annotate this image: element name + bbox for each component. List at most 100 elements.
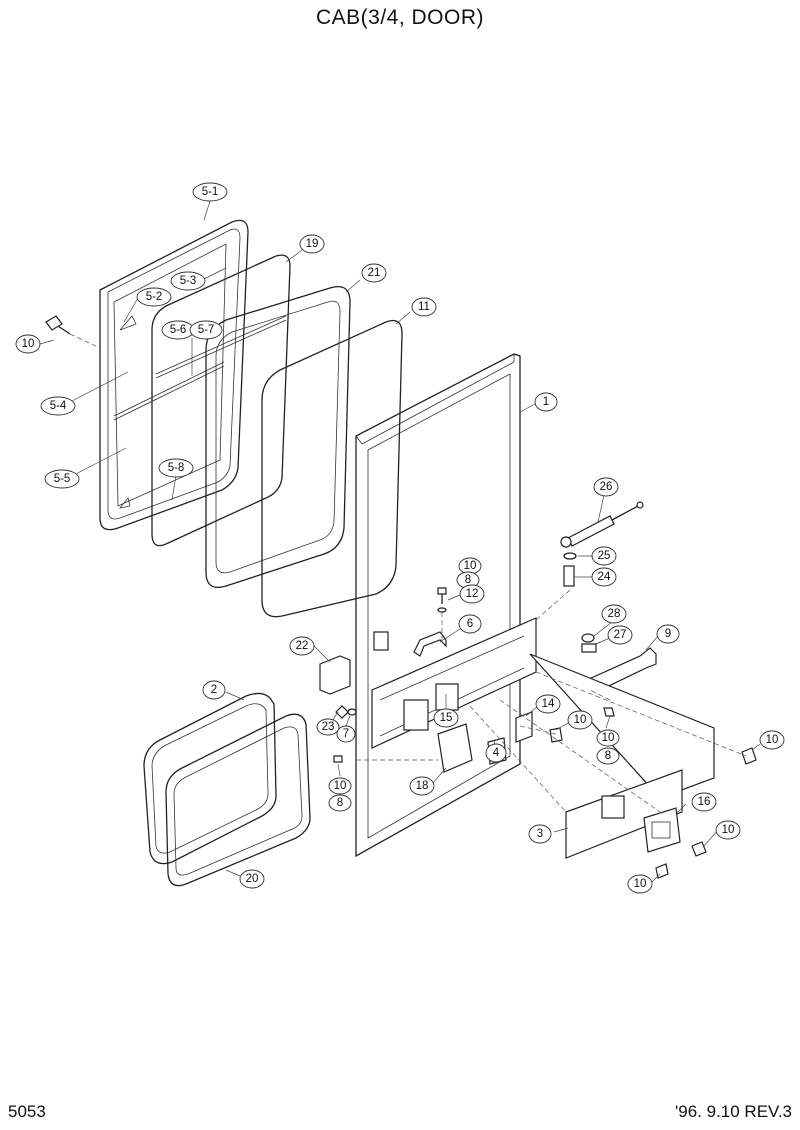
callout-5-6: 5-6 xyxy=(161,320,195,340)
callout-label: 5-5 xyxy=(54,473,71,485)
callout-label: 8 xyxy=(465,574,471,586)
callout-18: 18 xyxy=(409,776,435,796)
callout-label: 14 xyxy=(542,698,555,710)
part-weatherstrip-20 xyxy=(165,713,311,887)
callout-10-g: 10 xyxy=(715,820,741,840)
part-bolts xyxy=(45,315,757,879)
callout-label: 7 xyxy=(343,728,349,740)
callout-label: 5-1 xyxy=(202,186,219,198)
callout-label: 10 xyxy=(22,338,35,350)
callout-5-4: 5-4 xyxy=(40,396,76,416)
revision-date: '96. 9.10 REV.3 xyxy=(675,1102,792,1121)
part-pin-24 xyxy=(563,565,575,587)
callout-label: 23 xyxy=(322,721,335,733)
callout-label: 5-3 xyxy=(180,275,197,287)
page-title: CAB(3/4, DOOR) xyxy=(315,6,485,29)
callout-10-d: 10 xyxy=(596,729,620,747)
callout-10-c: 10 xyxy=(567,710,593,730)
callout-7: 7 xyxy=(336,725,356,743)
part-handle-16 xyxy=(643,807,681,853)
callout-6: 6 xyxy=(458,614,482,634)
assembly-lines xyxy=(69,333,747,813)
callout-label: 3 xyxy=(537,828,543,840)
callout-label: 24 xyxy=(598,571,611,583)
callout-11: 11 xyxy=(411,297,437,317)
callout-label: 6 xyxy=(467,618,473,630)
callout-3: 3 xyxy=(528,824,552,844)
callout-label: 5-2 xyxy=(146,291,163,303)
part-block xyxy=(373,631,389,651)
callout-5-1: 5-1 xyxy=(192,182,228,202)
callout-5-7: 5-7 xyxy=(189,320,223,340)
callout-label: 10 xyxy=(464,560,477,572)
callout-15: 15 xyxy=(433,708,459,728)
callout-5-5: 5-5 xyxy=(44,469,80,489)
callout-8-b: 8 xyxy=(596,747,620,765)
callout-label: 19 xyxy=(306,238,319,250)
callout-label: 8 xyxy=(605,750,611,762)
part-weatherstrip-21 xyxy=(205,285,351,589)
callout-5-8: 5-8 xyxy=(158,458,194,478)
callout-10-f: 10 xyxy=(328,777,352,795)
callout-28: 28 xyxy=(601,604,627,624)
callout-label: 11 xyxy=(418,301,430,313)
callout-9: 9 xyxy=(656,624,680,644)
part-door-1 xyxy=(355,353,537,858)
callout-label: 25 xyxy=(598,550,611,562)
callout-label: 15 xyxy=(440,712,453,724)
callout-10-e: 10 xyxy=(759,730,785,750)
callout-24: 24 xyxy=(591,567,617,587)
callout-label: 28 xyxy=(608,608,621,620)
callout-label: 26 xyxy=(600,481,613,493)
callout-label: 2 xyxy=(211,684,217,696)
callout-label: 10 xyxy=(766,734,779,746)
callout-label: 9 xyxy=(665,628,671,640)
callout-8-c: 8 xyxy=(328,794,352,812)
callout-19: 19 xyxy=(299,234,325,254)
callout-label: 5-6 xyxy=(170,324,187,336)
callout-label: 18 xyxy=(416,780,429,792)
callout-label: 22 xyxy=(296,640,309,652)
callout-22: 22 xyxy=(289,636,315,656)
callout-label: 16 xyxy=(698,796,711,808)
callout-label: 27 xyxy=(614,629,627,641)
callout-2: 2 xyxy=(202,680,226,700)
callout-label: 5-7 xyxy=(198,324,215,336)
callout-5-3: 5-3 xyxy=(170,271,206,291)
callout-label: 5-4 xyxy=(50,400,67,412)
callout-5-2: 5-2 xyxy=(136,287,172,307)
part-ring-25 xyxy=(563,552,577,560)
callout-label: 5-8 xyxy=(168,462,185,474)
callout-10-a: 10 xyxy=(15,334,41,354)
part-plate-opening xyxy=(601,795,625,819)
callout-label: 21 xyxy=(368,267,381,279)
callout-label: 4 xyxy=(493,747,500,759)
callout-label: 8 xyxy=(337,797,343,809)
callout-label: 10 xyxy=(634,878,647,890)
part-cover-plate xyxy=(529,653,715,799)
page-number: 5053 xyxy=(8,1102,46,1121)
part-seal-11 xyxy=(261,319,403,618)
callout-label: 1 xyxy=(543,396,549,408)
callout-26: 26 xyxy=(593,477,619,497)
callout-25: 25 xyxy=(591,546,617,566)
part-bracket-22 xyxy=(319,655,351,695)
callout-10-h: 10 xyxy=(627,874,653,894)
callout-4: 4 xyxy=(485,743,507,763)
callout-10-b: 10 xyxy=(458,557,482,575)
callout-label: 20 xyxy=(246,873,259,885)
callout-12: 12 xyxy=(459,584,485,604)
callout-21: 21 xyxy=(361,263,387,283)
callout-label: 10 xyxy=(574,714,587,726)
leader-lines xyxy=(39,200,761,883)
part-glass-19 xyxy=(151,254,291,547)
part-handle-6 xyxy=(413,631,447,657)
callout-23: 23 xyxy=(316,718,340,736)
callout-16: 16 xyxy=(691,792,717,812)
part-gas-spring-26 xyxy=(560,501,644,548)
part-window-2 xyxy=(143,692,277,865)
callout-14: 14 xyxy=(535,694,561,714)
callout-20: 20 xyxy=(239,869,265,889)
callout-label: 12 xyxy=(466,588,479,600)
